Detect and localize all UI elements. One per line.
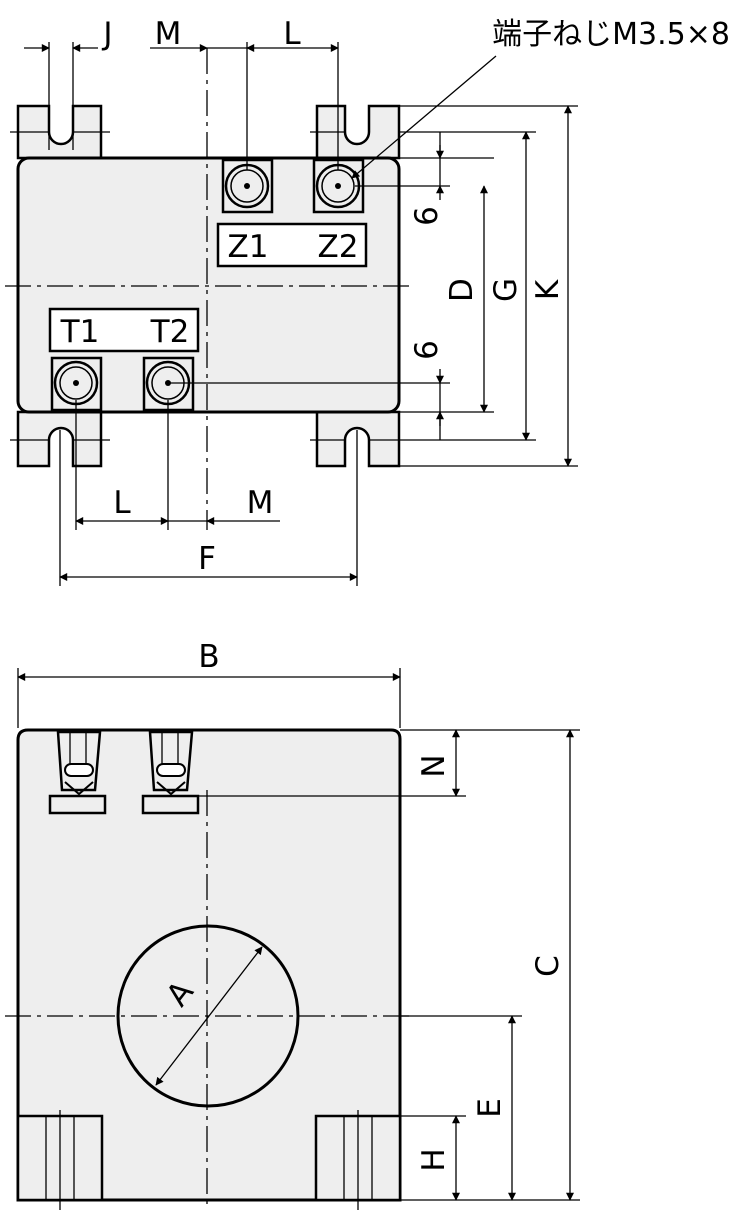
terminal-label-t1: T1 (60, 314, 100, 350)
dim-label-6-upper: 6 (409, 206, 445, 226)
mounting-foot-bottom-left (16, 410, 103, 468)
terminal-label-z1: Z1 (228, 229, 269, 265)
terminal-screw-z1 (224, 163, 270, 209)
dim-label-e: E (472, 1098, 508, 1118)
dim-label-d: D (444, 278, 480, 302)
dim-label-m-top: M (155, 16, 182, 52)
label-box-t (48, 307, 200, 353)
dim-label-l-bottom: L (113, 485, 131, 521)
dim-label-h: H (416, 1148, 452, 1171)
dim-label-n: N (416, 754, 452, 777)
label-box-z (216, 222, 368, 268)
dim-label-f: F (198, 541, 216, 577)
mounting-foot-bottom-right (315, 410, 401, 468)
terminal-label-z2: Z2 (318, 229, 359, 265)
dim-label-g: G (488, 278, 524, 302)
terminal-screw-note: 端子ねじM3.5×8 (492, 17, 730, 52)
dim-label-b: B (198, 639, 219, 675)
front-view: A B N C E H (5, 639, 580, 1210)
front-foot-right (314, 1110, 402, 1210)
dim-label-k: K (530, 279, 566, 300)
terminal-post-left (48, 730, 107, 815)
dim-label-l-top: L (283, 16, 301, 52)
terminal-screw-t1 (53, 360, 99, 406)
dim-label-c: C (530, 955, 566, 977)
top-extension-lines (10, 42, 578, 586)
dim-label-m-bottom: M (247, 485, 274, 521)
terminal-post-right (141, 730, 200, 815)
terminal-note-leader (351, 55, 497, 179)
top-view: Z1 Z2 T1 T2 (5, 16, 730, 586)
terminal-screw-z2 (315, 163, 361, 209)
terminal-label-t2: T2 (150, 314, 190, 350)
dim-label-j: J (101, 16, 112, 52)
dim-label-6-lower: 6 (409, 340, 445, 360)
front-foot-left (16, 1110, 104, 1210)
dim-a (155, 946, 263, 1086)
